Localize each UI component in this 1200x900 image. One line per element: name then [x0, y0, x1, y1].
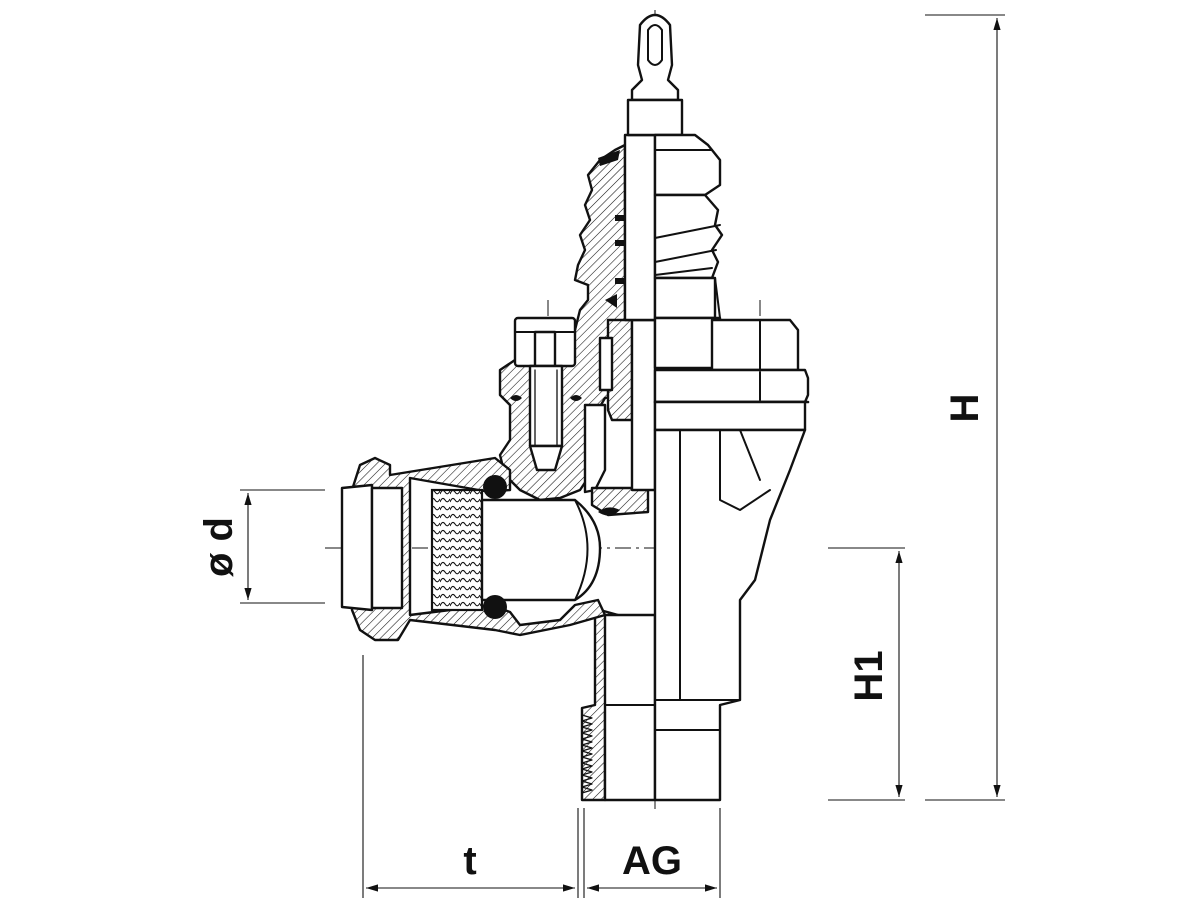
dimension-t: t [362, 655, 579, 898]
dimension-AG: AG [583, 808, 721, 898]
label-t: t [463, 839, 476, 883]
o-ring-lower [483, 595, 507, 619]
label-H: H [943, 394, 987, 423]
label-AG: AG [622, 839, 682, 883]
dimension-H1: H1 [828, 547, 905, 801]
right-body-outline [653, 428, 807, 802]
o-ring-upper [483, 475, 507, 499]
dimension-H: H [925, 14, 1005, 801]
strainer-screen [430, 488, 484, 612]
label-H1: H1 [847, 650, 891, 701]
hex-nut-right [710, 318, 800, 372]
label-diameter: ø d [197, 517, 241, 577]
valve-outline-right [626, 13, 810, 802]
dimension-diameter: ø d [197, 489, 325, 604]
operating-key [630, 13, 680, 102]
valve-section-left [340, 133, 657, 802]
inlet-bore [340, 483, 374, 612]
